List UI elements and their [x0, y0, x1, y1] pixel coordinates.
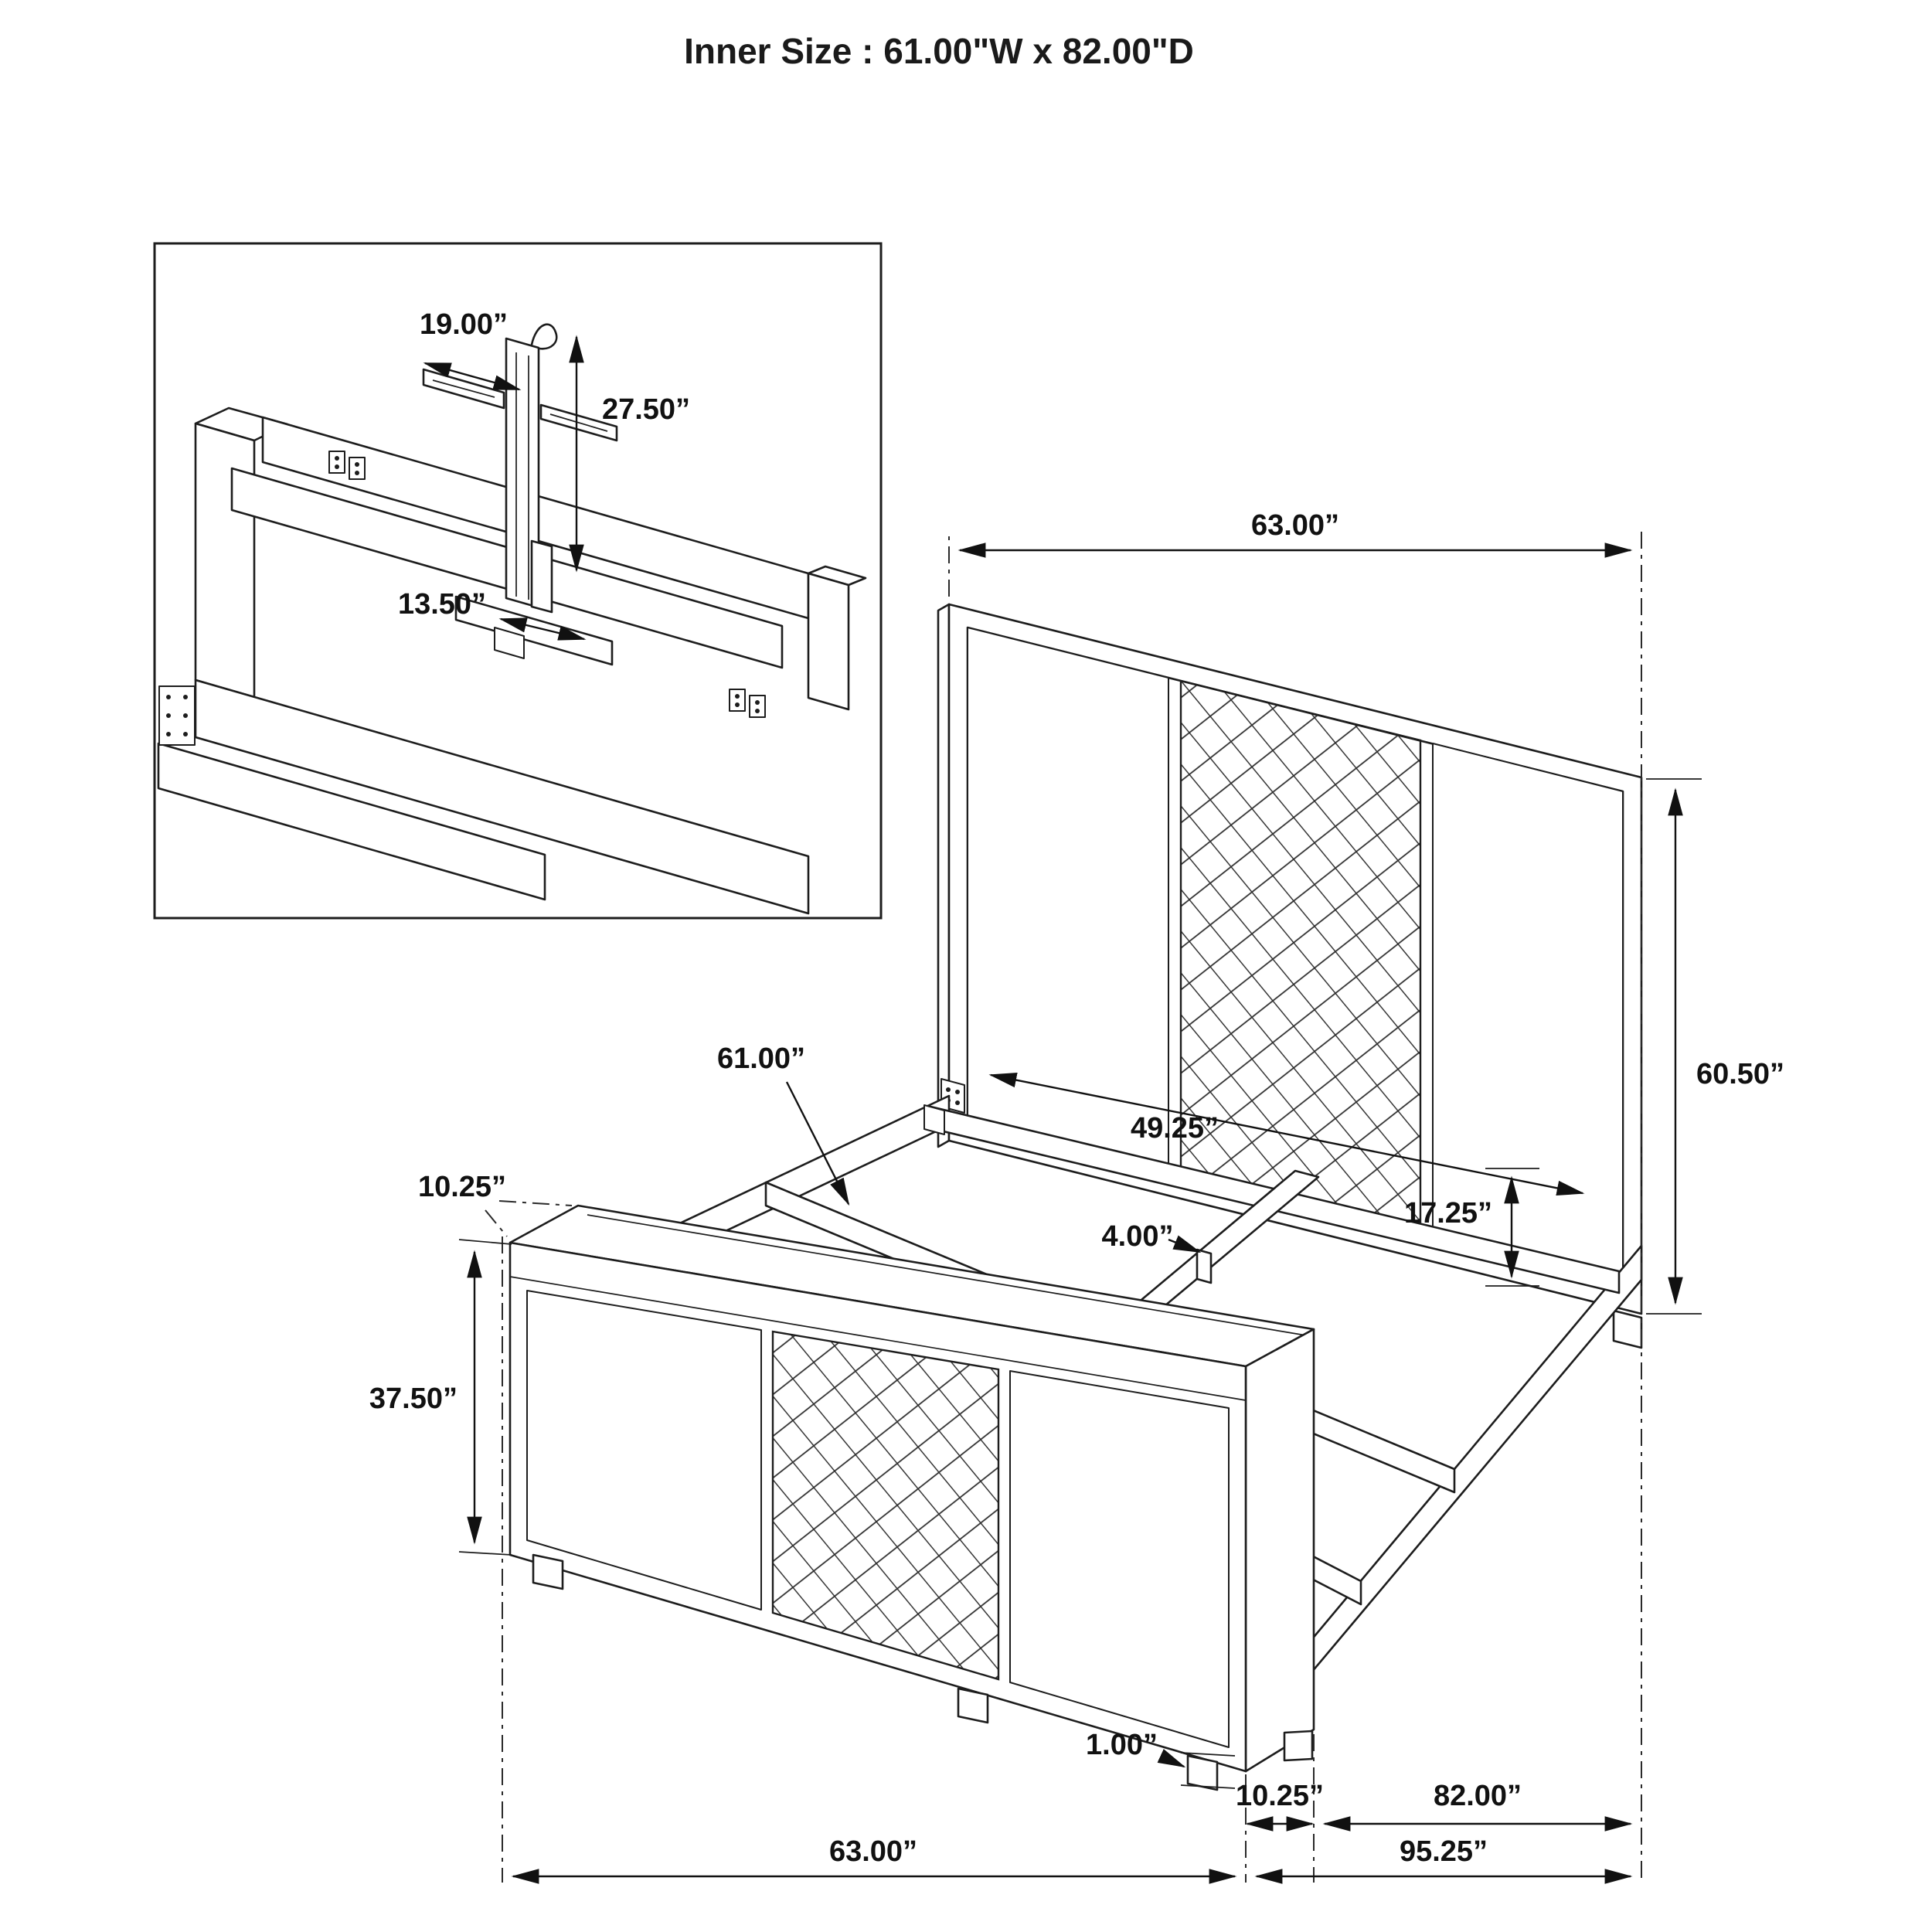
dim-outer-width-label: 63.00” [829, 1835, 917, 1868]
dim-inner-back-width-label: 49.25” [1131, 1112, 1219, 1145]
dim-footboard-height: 37.50” [369, 1239, 512, 1556]
mount-plate [158, 685, 196, 746]
foot [1186, 1754, 1219, 1791]
footboard-panel-lattice [771, 1330, 1000, 1681]
footboard-top-face-line [587, 1214, 1307, 1336]
dim-footboard-thickness-label: 10.25” [1236, 1780, 1324, 1812]
dim-bar-length-label: 13.50” [398, 588, 486, 621]
dim-headboard-width-label: 63.00” [1251, 509, 1339, 542]
dim-inner-depth-label: 82.00” [1434, 1780, 1522, 1812]
dim-rail-inset-height: 17.25” [1404, 1168, 1539, 1287]
center-support-leg [1196, 1248, 1213, 1284]
dim-rail-inset-height-label: 17.25” [1404, 1197, 1492, 1230]
hinge-plate [749, 695, 766, 718]
inset-headboard-drawing [157, 323, 867, 915]
bracket-lower-support [530, 539, 553, 614]
dim-center-leg: 4.00” [1102, 1220, 1202, 1253]
dim-slot-length-label: 19.00” [420, 308, 508, 341]
dim-slat-length-label: 61.00” [717, 1043, 805, 1075]
dim-outer-width: 63.00” [511, 1835, 1237, 1884]
footboard [509, 1204, 1315, 1791]
dim-slot-length-arrow [423, 362, 522, 391]
dim-center-leg-label: 4.00” [1102, 1220, 1174, 1253]
dim-footboard-top-depth-label: 10.25” [418, 1171, 506, 1203]
headboard [937, 603, 1643, 1349]
dim-footboard-top-depth: 10.25” [418, 1171, 573, 1237]
dim-center-leg-leader [1168, 1235, 1202, 1253]
dim-slat-length: 61.00” [717, 1043, 850, 1206]
dim-headboard-width: 63.00” [957, 509, 1633, 558]
dim-foot-height-label: 1.00” [1086, 1729, 1158, 1761]
bracket-cap-curve [530, 323, 558, 350]
dim-bar-length-arrow [498, 617, 587, 641]
dim-bracket-height-label: 27.50” [602, 393, 690, 426]
headboard-panel-left [967, 627, 1169, 1176]
dim-footboard-thickness: 10.25” [1236, 1780, 1324, 1832]
dimension-annotations: 63.00” 60.50” 49.25” 17.25” 4.00” [369, 509, 1784, 1884]
dim-inner-back-width-arrow [988, 1072, 1585, 1196]
inset-post-front [194, 422, 256, 699]
dim-headboard-height-label: 60.50” [1696, 1058, 1784, 1090]
footboard-panel-left [526, 1290, 762, 1611]
footboard-top-rail-line [509, 1276, 1247, 1401]
dim-slat-length-leader [785, 1081, 850, 1206]
dim-headboard-height: 60.50” [1646, 778, 1784, 1315]
hinge-plate [328, 451, 345, 474]
footboard-panel-right [1009, 1370, 1230, 1748]
headboard-side-edge [937, 603, 951, 1148]
foot [532, 1553, 564, 1590]
dim-outer-depth: 95.25” [1254, 1835, 1633, 1884]
bracket-slots [515, 352, 529, 600]
footboard-right-face [1244, 1328, 1315, 1773]
inset-detail: 19.00” 27.50” 13.50” [153, 242, 883, 920]
rail-bracket [923, 1104, 945, 1135]
inset-dimensions: 19.00” 27.50” 13.50” [398, 308, 690, 641]
inset-right-cap [807, 572, 850, 711]
dim-inner-back-width: 49.25” [988, 1072, 1585, 1196]
foot [957, 1687, 989, 1724]
hinge-plate [729, 689, 746, 712]
inset-hardware [158, 451, 766, 746]
foot [1283, 1730, 1314, 1762]
dim-footboard-height-label: 37.50” [369, 1383, 457, 1415]
dim-foot-height-leader [1157, 1749, 1186, 1768]
dim-inner-depth: 82.00” [1322, 1780, 1633, 1832]
inset-skirt-board [157, 742, 546, 901]
headboard-foot [1612, 1309, 1643, 1349]
hinge-plate [349, 457, 366, 480]
dim-outer-depth-label: 95.25” [1400, 1835, 1488, 1868]
dim-foot-height: 1.00” [1086, 1729, 1236, 1789]
page-title: Inner Size : 61.00"W x 82.00"D [684, 31, 1194, 71]
